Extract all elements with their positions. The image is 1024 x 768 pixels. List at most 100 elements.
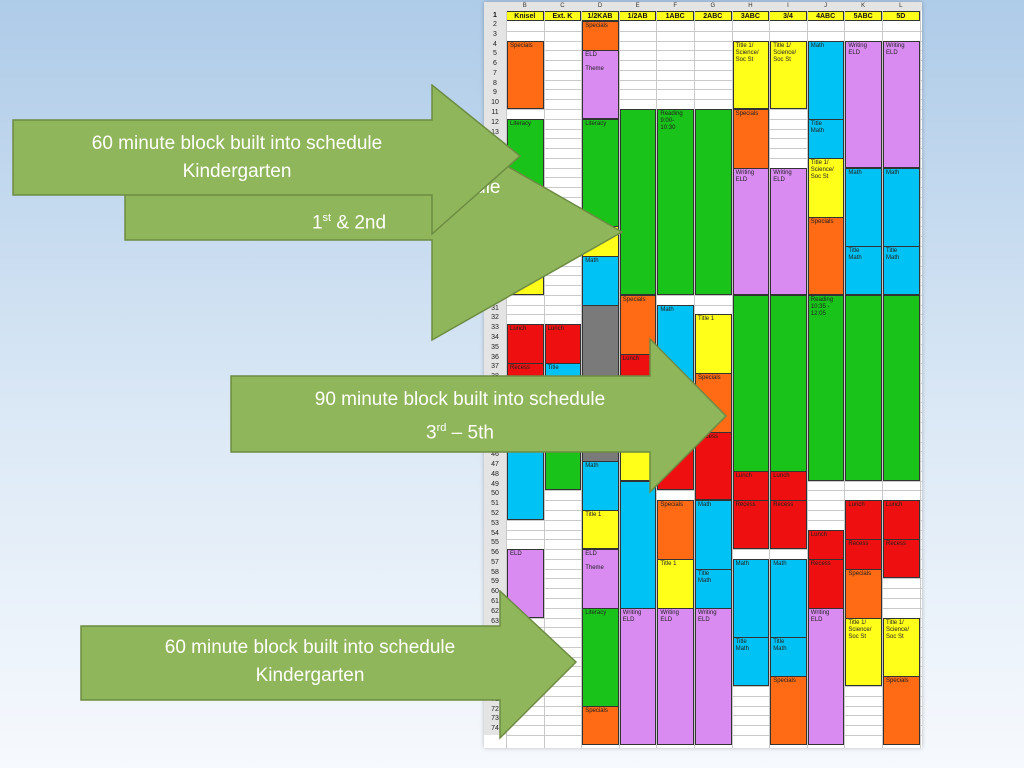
callout-third-fifth: 90 minute block built into schedule 3rd … bbox=[230, 338, 730, 498]
callout-third-fifth-grade: 3rd – 5th bbox=[426, 422, 494, 444]
column-letter-F: F bbox=[673, 3, 678, 9]
column-letter-header-bg bbox=[484, 2, 922, 11]
callout-kindergarten-bottom-arrow bbox=[80, 590, 578, 740]
schedule-block: Writing ELD bbox=[883, 40, 920, 168]
callout-kindergarten-top-line2: Kindergarten bbox=[182, 161, 292, 182]
schedule-block: Writing ELD bbox=[845, 40, 882, 168]
column-letter-C: C bbox=[560, 3, 565, 9]
schedule-block: Title 1 bbox=[582, 510, 619, 550]
row-number: 35 bbox=[484, 343, 506, 354]
grid-column-line bbox=[694, 11, 695, 748]
schedule-block: Title 1 bbox=[657, 558, 694, 618]
schedule-block: Math bbox=[883, 167, 920, 256]
column-letter-J: J bbox=[824, 3, 828, 9]
row-number: 10 bbox=[484, 99, 506, 109]
row-number: 36 bbox=[484, 353, 506, 364]
schedule-block: Title 1/ Science/ Soc St bbox=[732, 40, 770, 109]
callout-third-fifth-arrow bbox=[230, 338, 728, 494]
schedule-block: Reading 9:00- 10:30 bbox=[657, 109, 694, 295]
row-number: 58 bbox=[484, 568, 506, 579]
schedule-block: Writing ELD bbox=[770, 167, 807, 295]
schedule-block bbox=[695, 109, 732, 295]
schedule-block: Literacy bbox=[582, 607, 619, 716]
schedule-block: Recess bbox=[770, 500, 807, 550]
teacher-header-cell: 4ABC bbox=[806, 11, 845, 21]
row-number: 11 bbox=[484, 109, 506, 119]
schedule-block: Specials bbox=[582, 705, 619, 745]
schedule-block: Specials bbox=[732, 109, 770, 178]
schedule-block bbox=[507, 451, 544, 520]
row-number: 51 bbox=[484, 500, 506, 510]
schedule-block: Specials bbox=[845, 568, 882, 628]
grid-line bbox=[506, 60, 922, 62]
schedule-block: Title Math bbox=[883, 245, 920, 295]
schedule-block: Math bbox=[695, 500, 732, 579]
row-number: 37 bbox=[484, 363, 506, 374]
row-number: 63 bbox=[484, 617, 506, 628]
row-number: 59 bbox=[484, 578, 506, 589]
schedule-block: Title Math bbox=[845, 245, 882, 295]
schedule-block: Math bbox=[845, 167, 882, 256]
grid-column-line bbox=[806, 11, 808, 748]
schedule-block: Title 1/ Science/ Soc St bbox=[845, 617, 882, 687]
grid-column-line bbox=[769, 11, 771, 748]
row-number: 33 bbox=[484, 324, 506, 334]
grid-line bbox=[506, 99, 922, 101]
grid-line bbox=[506, 50, 922, 52]
teacher-header-cell: 3/4 bbox=[769, 11, 807, 21]
row-number: 53 bbox=[484, 519, 506, 530]
schedule-block: Math bbox=[732, 558, 770, 647]
teacher-header-cell: Knisel bbox=[506, 11, 544, 21]
teacher-header-cell: 5D bbox=[882, 11, 920, 21]
schedule-block: Recess bbox=[807, 558, 845, 618]
row-number: 74 bbox=[484, 725, 506, 735]
callout-kindergarten-bottom-line1: 60 minute block built into schedule bbox=[164, 637, 456, 658]
schedule-block: ELD Theme bbox=[582, 549, 619, 618]
callout-kindergarten-bottom-line2: Kindergarten bbox=[255, 665, 365, 686]
row-number: 4 bbox=[484, 40, 506, 51]
row-number: 5 bbox=[484, 50, 506, 61]
row-number: 48 bbox=[484, 470, 506, 481]
schedule-block: Writing ELD bbox=[657, 607, 694, 745]
row-number: 72 bbox=[484, 705, 506, 716]
teacher-header-cell: 1ABC bbox=[656, 11, 694, 21]
grid-line bbox=[506, 294, 922, 296]
row-number: 61 bbox=[484, 598, 506, 608]
grid-line bbox=[506, 304, 922, 306]
row-number: 52 bbox=[484, 510, 506, 520]
grid-column-line bbox=[731, 11, 733, 748]
teacher-header-cell: 1/2AB bbox=[618, 11, 657, 21]
grid-column-line bbox=[882, 11, 883, 748]
row-number: 2 bbox=[484, 21, 506, 31]
schedule-block bbox=[619, 480, 657, 618]
grid-line bbox=[506, 89, 922, 91]
schedule-block: Specials bbox=[619, 294, 657, 364]
row-number: 55 bbox=[484, 539, 506, 550]
row-number: 7 bbox=[484, 69, 506, 80]
schedule-block: Writing ELD bbox=[619, 607, 657, 745]
schedule-block: Title 1/ Science/ Soc St bbox=[883, 617, 920, 687]
row-number: 62 bbox=[484, 607, 506, 618]
row-number: 54 bbox=[484, 529, 506, 540]
schedule-block: Recess bbox=[883, 539, 920, 579]
schedule-block: Math bbox=[770, 558, 807, 647]
teacher-header-cell: Ext. K bbox=[543, 11, 582, 21]
schedule-block: Title 1 bbox=[695, 314, 732, 383]
column-letter-K: K bbox=[861, 3, 866, 9]
schedule-block: Writing ELD bbox=[695, 607, 732, 745]
schedule-block bbox=[883, 294, 920, 481]
row-number: 9 bbox=[484, 89, 506, 100]
schedule-block: Writing ELD bbox=[807, 607, 845, 745]
schedule-block: Title 1/ Science/ Soc St bbox=[807, 157, 845, 227]
column-letter-I: I bbox=[787, 3, 789, 9]
callout-kindergarten-top-arrow bbox=[12, 84, 522, 236]
schedule-block: Specials bbox=[507, 40, 544, 109]
column-letter-L: L bbox=[899, 3, 903, 9]
grid-line bbox=[506, 69, 922, 71]
schedule-block: Reading 10:35 - 12:05 bbox=[807, 294, 845, 481]
schedule-block: Title 1/ Science/ Soc St bbox=[770, 40, 807, 109]
schedule-block bbox=[619, 109, 657, 295]
teacher-header-cell: 3ABC bbox=[731, 11, 770, 21]
row-number: 56 bbox=[484, 549, 506, 559]
teacher-header-cell: 5ABC bbox=[844, 11, 882, 21]
